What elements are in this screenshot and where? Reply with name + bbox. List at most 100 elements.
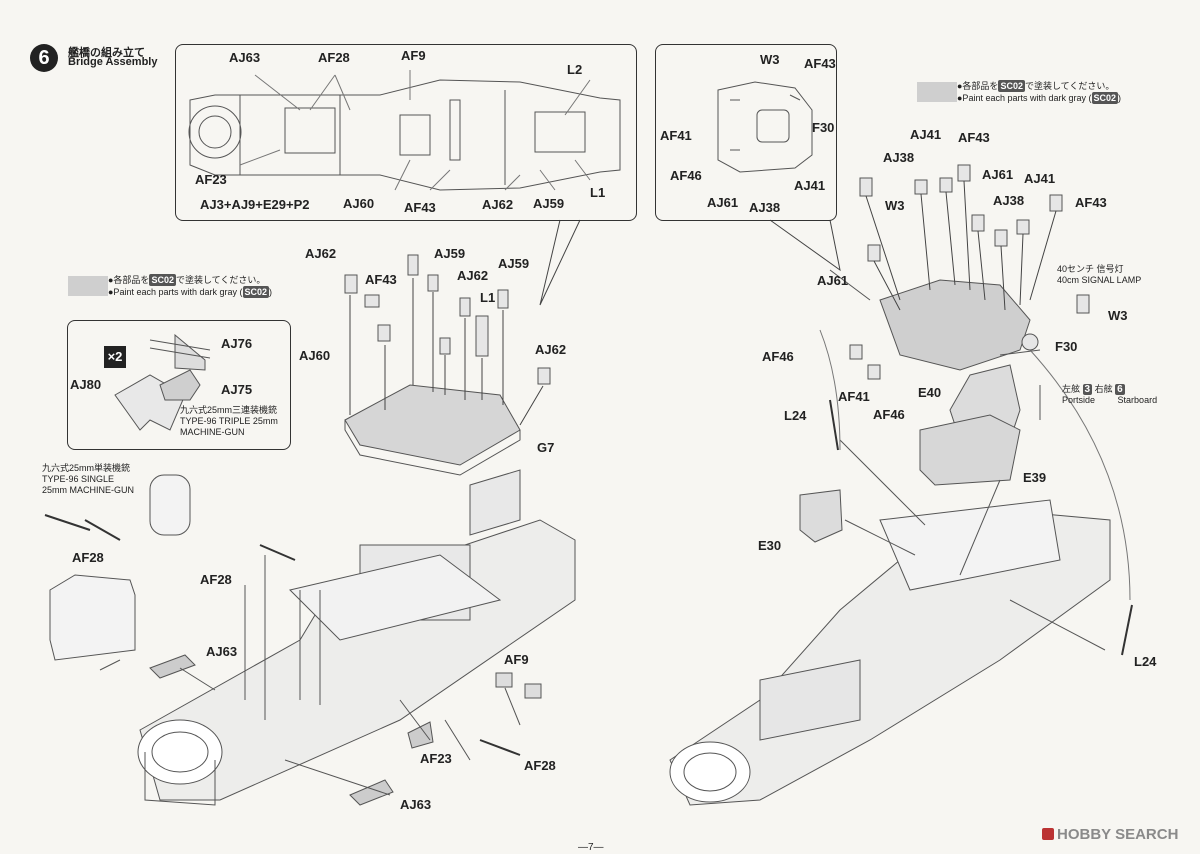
label-f30-inset: F30 [812, 120, 835, 135]
label-aj41-inset: AJ41 [794, 178, 826, 193]
paint-swatch-left [68, 276, 108, 296]
multiplier-text: ×2 [107, 349, 123, 364]
label-e40: E40 [918, 385, 942, 400]
page-number: —7— [578, 842, 604, 853]
starboard-en: Starboard [1117, 395, 1158, 405]
starboard-num: 6 [1115, 384, 1125, 395]
label-l24-b: L24 [1134, 654, 1157, 669]
single-mg-caption-en-1: TYPE-96 SINGLE [42, 474, 115, 484]
portside-en: Portside [1062, 395, 1096, 405]
label-l1: L1 [480, 290, 496, 305]
label-aj60-inset: AJ60 [343, 196, 375, 211]
label-af43-a: AF43 [958, 130, 990, 145]
label-aj63-a: AJ63 [206, 644, 238, 659]
label-aj61-inset: AJ61 [707, 195, 739, 210]
portside-num: 3 [1082, 384, 1093, 395]
label-af46-a: AF46 [762, 349, 794, 364]
label-af43-rinset: AF43 [804, 56, 836, 71]
triple-mg-caption-ja: 九六式25mm三連装機銃 [180, 405, 278, 415]
label-g7: G7 [537, 440, 555, 455]
label-e39: E39 [1023, 470, 1047, 485]
label-aj62-c: AJ62 [535, 342, 567, 357]
triple-mg-caption: 九六式25mm三連装機銃 TYPE-96 TRIPLE 25mm MACHINE… [180, 405, 278, 438]
single-mg-caption: 九六式25mm単装機銃 TYPE-96 SINGLE 25mm MACHINE-… [42, 463, 134, 496]
paint-code-right-en: SC02 [1091, 92, 1119, 104]
step-title-ja: 艦橋の組み立て [68, 47, 145, 59]
label-l2-inset: L2 [567, 62, 583, 77]
label-aj3-combo-inset: AJ3+AJ9+E29+P2 [200, 197, 310, 212]
label-af43-inset: AF43 [404, 200, 436, 215]
single-mg-caption-en-2: 25mm MACHINE-GUN [42, 485, 135, 495]
hobby-search-icon [1042, 828, 1054, 840]
label-l24-a: L24 [784, 408, 807, 423]
label-aj63-inset: AJ63 [229, 50, 261, 65]
label-af28-a: AF28 [72, 550, 104, 565]
label-aj80: AJ80 [70, 377, 102, 392]
label-w3-b: W3 [1108, 308, 1128, 323]
signal-lamp-en: 40cm SIGNAL LAMP [1057, 275, 1142, 285]
paint-note-left-ja-prefix: ●各部品を [108, 275, 150, 285]
multiplier-badge: ×2 [104, 346, 126, 368]
label-aj41-b: AJ41 [1024, 171, 1056, 186]
label-af28-b: AF28 [200, 572, 232, 587]
paint-note-right-ja-suffix: で塗装してください。 [1024, 81, 1115, 91]
paint-note-left-ja-suffix: で塗装してください。 [175, 275, 266, 285]
label-af43-b: AF43 [1075, 195, 1107, 210]
label-l1-inset: L1 [590, 185, 606, 200]
label-af41: AF41 [838, 389, 870, 404]
triple-mg-caption-en-2: MACHINE-GUN [180, 427, 245, 437]
label-af46-inset: AF46 [670, 168, 702, 183]
label-aj61-b: AJ61 [817, 273, 849, 288]
paint-swatch-right [917, 82, 957, 102]
label-af41-inset: AF41 [660, 128, 692, 143]
paint-code-right: SC02 [998, 80, 1025, 92]
inset-bridge-top-left [175, 44, 637, 221]
signal-lamp-ja: 40センチ 信号灯 [1057, 264, 1124, 274]
step-title-en: Bridge Assembly [68, 56, 158, 68]
paint-code-left-en: SC02 [242, 286, 270, 298]
label-aj38-inset: AJ38 [749, 200, 781, 215]
single-mg-caption-ja: 九六式25mm単装機銃 [42, 463, 131, 473]
paint-code-left: SC02 [149, 274, 176, 286]
portside-ja: 左舷 [1062, 384, 1081, 394]
label-aj76: AJ76 [221, 336, 253, 351]
label-aj38-a: AJ38 [883, 150, 915, 165]
hobby-search-logo: HOBBY SEARCH [1042, 826, 1178, 843]
label-af23: AF23 [420, 751, 452, 766]
inset-triple-mg [67, 320, 291, 450]
label-aj41-a: AJ41 [910, 127, 942, 142]
paint-note-left-en-suffix: ) [269, 287, 273, 297]
label-af46-b: AF46 [873, 407, 905, 422]
label-af9-inset: AF9 [401, 48, 426, 63]
label-af9: AF9 [504, 652, 529, 667]
label-aj59-a: AJ59 [434, 246, 466, 261]
label-aj63-b: AJ63 [400, 797, 432, 812]
label-aj62-a: AJ62 [305, 246, 337, 261]
step-number-badge: 6 [30, 44, 58, 72]
label-af28-inset: AF28 [318, 50, 350, 65]
label-aj59-b: AJ59 [498, 256, 530, 271]
paint-note-right-en-prefix: ●Paint each parts with dark gray ( [957, 93, 1092, 103]
label-aj75: AJ75 [221, 382, 253, 397]
paint-note-left-en-prefix: ●Paint each parts with dark gray ( [108, 287, 243, 297]
label-af28-c: AF28 [524, 758, 556, 773]
label-f30: F30 [1055, 339, 1078, 354]
label-aj38-b: AJ38 [993, 193, 1025, 208]
label-w3-inset: W3 [760, 52, 780, 67]
triple-mg-caption-en-1: TYPE-96 TRIPLE 25mm [180, 416, 278, 426]
paint-note-right-en-suffix: ) [1118, 93, 1122, 103]
inset-bridge-top-right [655, 44, 837, 221]
label-aj60: AJ60 [299, 348, 331, 363]
label-aj62-b: AJ62 [457, 268, 489, 283]
hobby-search-text: HOBBY SEARCH [1057, 826, 1179, 843]
label-aj59-inset: AJ59 [533, 196, 565, 211]
label-aj61-a: AJ61 [982, 167, 1014, 182]
label-e30: E30 [758, 538, 782, 553]
starboard-ja: 右舷 [1094, 384, 1113, 394]
label-w3-a: W3 [885, 198, 905, 213]
label-af43-left: AF43 [365, 272, 397, 287]
label-aj62-inset: AJ62 [482, 197, 514, 212]
